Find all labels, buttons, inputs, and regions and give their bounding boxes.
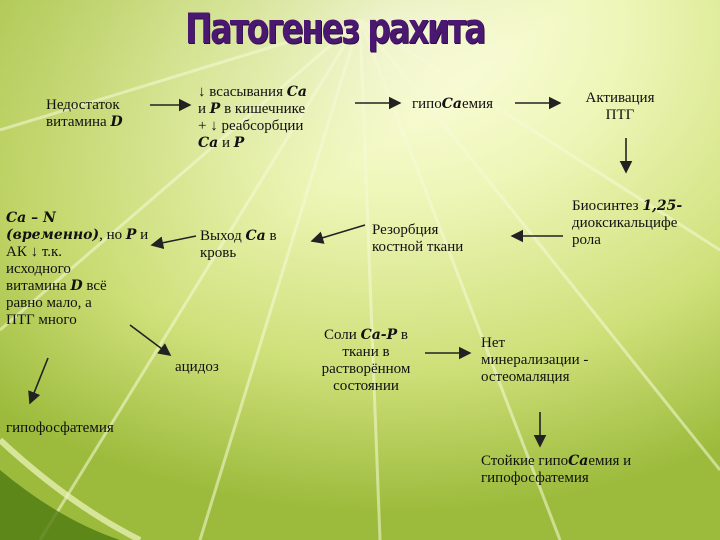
page-title: Патогенез рахита: [185, 4, 486, 53]
node-bone-resorption: Резорбция костной ткани: [372, 222, 464, 255]
node-no-mineralization: Нет минерализации - остеомаляция: [481, 335, 589, 385]
node-vitamin-d-deficiency: Недостаток витамина D: [46, 97, 123, 130]
node-calcitriol-biosynthesis: Биосинтез 1,25- диоксикальцифе рола: [572, 198, 683, 248]
node-calcium-release: Выход Са в кровь: [200, 228, 277, 261]
node-hypophosphatemia: гипофосфатемия: [6, 420, 114, 436]
node-persistent-hypocalcemia: Стойкие гипоСаемия и гипофосфатемия: [481, 453, 632, 486]
node-ptg-activation: Активация ПТГ: [585, 90, 655, 123]
node-ca-p-salts: Соли Са-Р в ткани в растворённом состоян…: [321, 327, 411, 394]
node-acidosis: ацидоз: [175, 359, 219, 375]
node-hypocalcemia: гипоСаемия: [412, 96, 494, 112]
node-ca-normal: Са – N (временно), но Р и АК ↓ т.к. исхо…: [6, 210, 149, 328]
node-absorption-decrease: ↓ всасывания Са и Р в кишечнике + ↓ реаб…: [198, 84, 307, 151]
